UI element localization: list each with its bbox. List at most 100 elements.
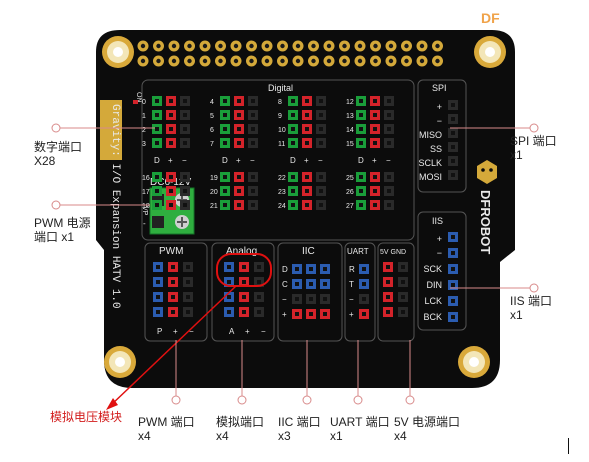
digital-footer-label: −	[250, 156, 255, 165]
digital-pin-number: 27	[346, 203, 354, 210]
gpio-pin	[416, 55, 428, 67]
header-pin	[224, 307, 234, 317]
gpio-pin	[339, 40, 350, 52]
gpio-pin	[137, 40, 149, 52]
mounting-hole	[458, 346, 490, 378]
header-pin	[234, 172, 244, 182]
gpio-pin	[432, 55, 443, 67]
gpio-pin	[308, 40, 319, 52]
digital-footer-label: +	[372, 156, 377, 165]
gpio-pin	[246, 55, 257, 67]
header-pin	[180, 172, 190, 182]
header-pin	[320, 309, 330, 319]
gpio-pin	[292, 40, 304, 52]
header-pin	[152, 138, 162, 148]
digital-pin-number: 10	[278, 127, 286, 134]
iic-pin-label: C	[282, 280, 288, 289]
text-cursor	[568, 438, 569, 454]
mounting-holes	[102, 36, 506, 378]
header-pin	[356, 96, 366, 106]
header-pin	[448, 296, 458, 306]
digital-section-title: Digital	[268, 83, 293, 93]
digital-pin-number: 12	[346, 99, 354, 106]
terminal-socket	[152, 216, 164, 228]
analog-module-callout: 模拟电压模块	[50, 410, 123, 424]
header-pin	[224, 262, 234, 272]
terminal-polarity-vp: VP	[141, 206, 148, 216]
header-pin	[288, 200, 298, 210]
header-pin	[152, 124, 162, 134]
header-pin	[306, 264, 316, 274]
digital-port-callout: 数字端口 X28	[34, 140, 82, 168]
uart-port-callout: UART 端口 x1	[330, 415, 390, 443]
uart-section-title: UART	[347, 247, 369, 256]
header-pin	[152, 96, 162, 106]
gpio-pin	[199, 55, 211, 67]
iis-pin-label: LCK	[424, 296, 442, 306]
digital-pin-number: 25	[346, 175, 354, 182]
gpio-pin	[261, 55, 273, 67]
gpio-header	[137, 40, 443, 67]
header-pin	[359, 309, 369, 319]
header-pin	[448, 100, 458, 110]
gpio-pin	[339, 55, 350, 67]
callout-lines	[51, 123, 539, 405]
brand-text: DFROBOT	[478, 190, 493, 254]
gpio-pin	[184, 40, 195, 52]
gpio-pin	[215, 40, 226, 52]
header-pin	[183, 307, 193, 317]
iis-pin-label: SCK	[423, 264, 442, 274]
header-pin	[316, 172, 326, 182]
header-pin	[239, 277, 249, 287]
header-pin	[180, 186, 190, 196]
header-pin	[448, 170, 458, 180]
pwm-footer-label: +	[173, 327, 178, 336]
gpio-pin	[137, 55, 149, 67]
gpio-pin	[416, 40, 428, 52]
header-pin	[239, 307, 249, 317]
header-pin	[384, 200, 394, 210]
power5v-port-callout: 5V 电源端口 x4	[394, 415, 460, 443]
callout-name: IIS 端口	[510, 294, 553, 308]
header-pin	[398, 292, 408, 302]
header-pin	[448, 142, 458, 152]
header-pin	[370, 172, 380, 182]
pin-headers: 0123456789101112131415161718192021222324…	[142, 96, 458, 322]
uart-pin-label: +	[349, 310, 354, 319]
analog-highlight-arrow	[109, 285, 237, 407]
digital-footer-label: +	[304, 156, 309, 165]
callout-count: x4	[138, 429, 151, 443]
terminal-screw	[175, 215, 189, 229]
digital-pin-number: 24	[278, 203, 286, 210]
header-pin	[166, 200, 176, 210]
header-pin	[384, 172, 394, 182]
header-pin	[234, 138, 244, 148]
header-pin	[288, 186, 298, 196]
analog-footer-label: A	[229, 327, 235, 336]
header-pin	[398, 277, 408, 287]
gpio-pin	[370, 40, 381, 52]
uart-section-frame	[344, 242, 376, 342]
header-pin	[316, 200, 326, 210]
header-pin	[166, 110, 176, 120]
iis-pin-label: BCK	[423, 312, 442, 322]
header-pin	[384, 124, 394, 134]
header-pin	[383, 307, 393, 317]
header-pin	[384, 186, 394, 196]
spi-pin-label: MOSI	[419, 172, 442, 182]
gpio-pin	[277, 55, 288, 67]
gpio-pin	[230, 55, 242, 67]
callout-count: X28	[34, 154, 56, 168]
header-pin	[302, 110, 312, 120]
spi-pin-label: +	[437, 102, 442, 112]
digital-pin-number: 15	[346, 141, 354, 148]
iic-pin-label: −	[282, 295, 287, 304]
header-pin	[320, 264, 330, 274]
header-pin	[384, 110, 394, 120]
digital-pin-number: 0	[142, 99, 146, 106]
header-pin	[356, 200, 366, 210]
header-pin	[183, 292, 193, 302]
header-pin	[180, 96, 190, 106]
header-pin	[224, 292, 234, 302]
